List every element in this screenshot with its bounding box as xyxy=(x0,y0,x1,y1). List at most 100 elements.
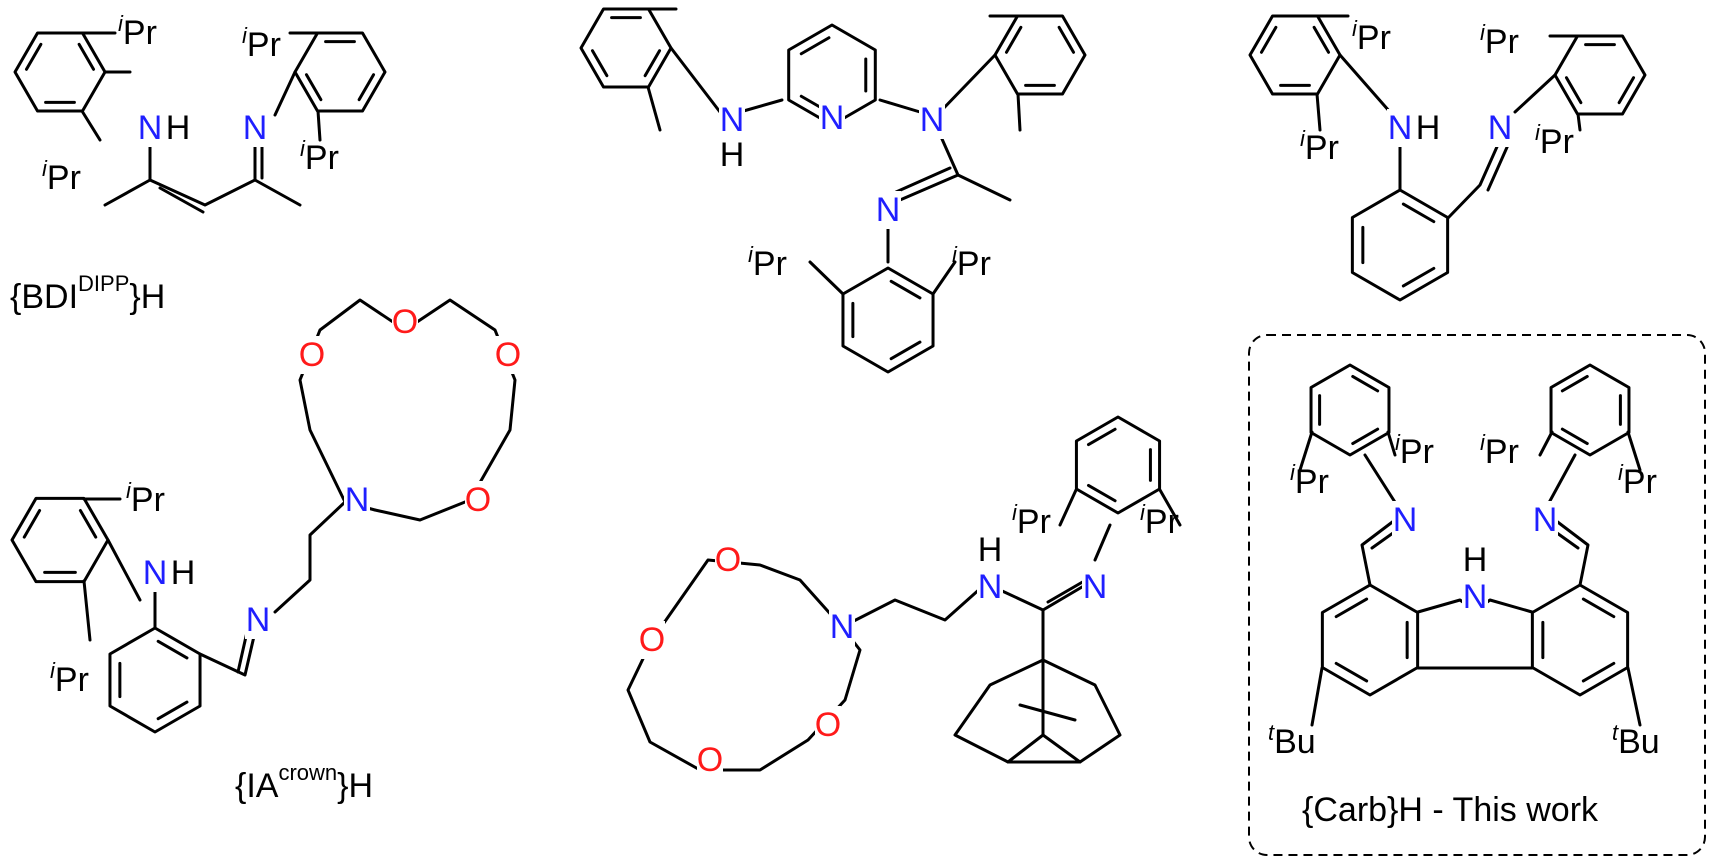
ana-left-aryl-ring xyxy=(1248,14,1342,96)
double-bond-inner xyxy=(24,42,43,71)
ca-crown-o2: O xyxy=(639,621,665,659)
amidine-double xyxy=(894,166,952,194)
double-bond-inner xyxy=(1334,661,1369,683)
double-bond-inner xyxy=(1312,25,1331,54)
substituent-prefix: i xyxy=(1535,120,1541,145)
substituent-prefix: i xyxy=(952,242,958,267)
substituent-ipr: iPr xyxy=(1012,500,1051,542)
substituent-prefix: t xyxy=(1268,720,1275,745)
atom-label-mask xyxy=(165,109,191,147)
bond-line xyxy=(1338,53,1392,114)
iac-aldimine-chain xyxy=(198,630,257,677)
bond-line xyxy=(1543,453,1577,512)
carb-right-dipp-ring xyxy=(1549,363,1631,457)
iac-ethyl-linker xyxy=(273,500,347,614)
double-bond-inner xyxy=(1560,374,1589,393)
double-bond-inner xyxy=(1334,597,1369,619)
bond-line xyxy=(1298,430,1314,472)
substituent-prefix: i xyxy=(1395,430,1401,455)
double-bond-inner xyxy=(156,700,189,721)
bdi-caption-superscript: DIPP xyxy=(78,271,129,296)
double-bond-inner xyxy=(1004,25,1023,54)
ca-dipp-ring xyxy=(1074,415,1162,515)
bond-line xyxy=(1058,488,1078,527)
substituent-tbu: tBu xyxy=(1268,720,1316,762)
bond-line xyxy=(738,98,784,114)
iacrown-caption-prefix: {IA xyxy=(235,767,279,805)
ca-amidine-double xyxy=(1046,578,1088,604)
double-bond-inner xyxy=(357,73,376,102)
bond-line xyxy=(273,70,297,117)
bond-line xyxy=(1363,453,1402,512)
iac-backbone-ring xyxy=(108,626,202,734)
iac-crown-o4: O xyxy=(465,481,491,519)
bond-line xyxy=(878,98,922,114)
iac-crown-n: N xyxy=(345,481,370,519)
substituent-main: Pr xyxy=(55,661,89,699)
ca-crown-n: N xyxy=(830,608,855,646)
double-bond-inner xyxy=(1581,597,1616,619)
pyridine-n: N xyxy=(820,99,845,137)
iac-left-aryl-ring xyxy=(10,496,110,584)
substituent-ipr: iPr xyxy=(1395,430,1434,472)
double-bond-inner xyxy=(1564,76,1583,105)
atom-label-mask xyxy=(1462,578,1488,616)
substituent-prefix: i xyxy=(1290,460,1296,485)
atom-label-mask xyxy=(137,109,163,147)
substituent-main: Pr xyxy=(1540,123,1574,161)
substituent-ipr: iPr xyxy=(300,136,339,178)
substituent-main: Pr xyxy=(1485,433,1519,471)
atom-label-mask xyxy=(242,109,268,147)
carb-right-benzo-ring xyxy=(1530,583,1630,697)
ca-imine-n: N xyxy=(1083,568,1108,606)
substituent-ipr: iPr xyxy=(1290,460,1329,502)
pyr-dipp-ring xyxy=(841,266,935,374)
substituent-main: Bu xyxy=(1274,723,1316,761)
bond-line xyxy=(931,260,957,296)
substituent-ipr: iPr xyxy=(1352,16,1391,58)
carb-nh-h: H xyxy=(1463,541,1488,579)
bond-line xyxy=(82,579,92,642)
ana-nh-n: N xyxy=(1388,109,1413,147)
ca-crown-o4: O xyxy=(815,706,841,744)
atom-label-mask xyxy=(815,706,841,744)
bond-line xyxy=(938,53,997,114)
substituent-ipr: iPr xyxy=(50,658,89,700)
double-bond-inner xyxy=(889,340,922,361)
ia-crown-caption: {IAcrown}H xyxy=(235,760,373,806)
substituent-ipr: iPr xyxy=(1140,500,1179,542)
carb-right-aldimine xyxy=(1553,518,1590,587)
atom-label-mask xyxy=(697,741,723,779)
atom-label-mask xyxy=(977,531,1003,569)
pyr-nh-h: H xyxy=(720,136,745,174)
bdi-amine-h: H xyxy=(166,109,191,147)
atom-label-mask xyxy=(344,481,370,519)
ca-crown-o1: O xyxy=(715,541,741,579)
bond-line xyxy=(1538,430,1554,457)
bond-line xyxy=(316,109,322,142)
substituent-ipr: iPr xyxy=(748,242,787,284)
atom-label-mask xyxy=(142,554,168,592)
substituent-main: Pr xyxy=(957,245,991,283)
carb-this-work-caption: {Carb}H - This work xyxy=(1302,791,1599,829)
iac-nh-n: N xyxy=(143,554,168,592)
bdi-backbone xyxy=(148,178,302,207)
substituent-prefix: i xyxy=(1300,126,1306,151)
substituent-prefix: i xyxy=(748,242,754,267)
substituent-ipr: iPr xyxy=(1300,126,1339,168)
substituent-ipr: iPr xyxy=(126,478,165,520)
this-work-highlight-box xyxy=(1248,334,1706,856)
substituent-prefix: i xyxy=(1618,460,1624,485)
iac-imine-n: N xyxy=(246,601,271,639)
double-bond-inner xyxy=(304,73,323,102)
ca-nh-h: H xyxy=(978,531,1003,569)
substituent-prefix: i xyxy=(42,156,48,181)
bond-line xyxy=(646,85,662,132)
substituent-ipr: iPr xyxy=(42,156,81,198)
bdi-dipp-caption: {BDIDIPP}H xyxy=(10,271,165,317)
carb-left-imine-n: N xyxy=(1393,501,1418,539)
substituent-main: Pr xyxy=(1017,503,1051,541)
substituent-main: Bu xyxy=(1618,723,1660,761)
ca-adamantane-b xyxy=(1041,658,1122,764)
